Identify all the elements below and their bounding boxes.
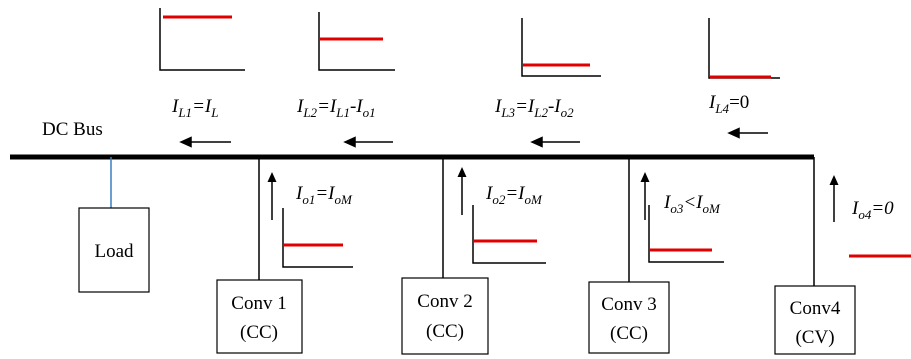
converter-mode: (CC) xyxy=(240,322,278,343)
line-current-label-2: IL2=IL1-Io1 xyxy=(296,96,376,120)
dc-bus-label: DC Bus xyxy=(42,119,103,140)
left-arrow-icon xyxy=(727,127,768,139)
converter-box xyxy=(588,281,670,354)
up-arrow-icon xyxy=(267,172,277,220)
converter-current-label: Io1=IoM xyxy=(295,183,353,207)
converter-name: Conv4 xyxy=(790,298,841,319)
line-current-label-1: IL1=IL xyxy=(171,96,218,120)
line-current-label-4: IL4=0 xyxy=(708,92,749,116)
converter-box xyxy=(774,285,856,355)
up-arrow-icon xyxy=(829,175,839,222)
converter-name: Conv 2 xyxy=(417,291,472,312)
converter-box xyxy=(216,279,303,354)
converter-mode: (CV) xyxy=(795,327,834,348)
line-current-graph-3 xyxy=(521,18,601,77)
converter-3: Io3<IoM Conv 3 (CC) xyxy=(588,157,724,354)
up-arrow-icon xyxy=(640,172,650,220)
converter-current-graph xyxy=(282,208,353,268)
converter-mode: (CC) xyxy=(610,323,648,344)
left-arrow-icon xyxy=(530,136,580,148)
converter-2: Io2=IoM Conv 2 (CC) xyxy=(401,157,546,355)
load-box xyxy=(78,207,150,293)
load-label: Load xyxy=(94,241,134,262)
line-current-graph-2 xyxy=(318,12,395,71)
converter-box xyxy=(401,277,489,355)
converter-current-graph xyxy=(648,205,724,263)
converter-current-graph xyxy=(472,205,546,264)
converter-mode: (CC) xyxy=(426,321,464,342)
converter-current-label: Io3<IoM xyxy=(663,192,721,216)
converter-current-label: Io4=0 xyxy=(851,198,894,222)
line-current-label-3: IL3=IL2-Io2 xyxy=(494,96,574,120)
converter-current-label: Io2=IoM xyxy=(485,183,543,207)
converter-name: Conv 3 xyxy=(601,294,656,315)
line-current-graph-1 xyxy=(159,8,245,71)
up-arrow-icon xyxy=(457,167,467,215)
converter-1: Io1=IoM Conv 1 (CC) xyxy=(216,157,353,354)
converter-4: Io4=0 Conv4 (CV) xyxy=(774,157,911,355)
converter-name: Conv 1 xyxy=(231,293,286,314)
left-arrow-icon xyxy=(343,136,393,148)
left-arrow-icon xyxy=(179,136,231,148)
line-current-graph-4 xyxy=(708,18,780,79)
